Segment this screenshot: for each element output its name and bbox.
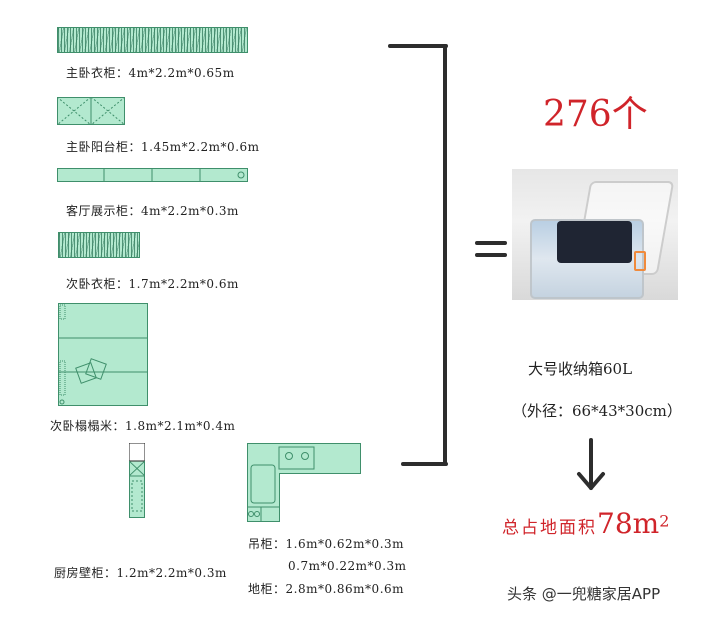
equals-sign-bottom [475, 253, 507, 257]
kitchen-floor-label: 地柜：2.8m*0.86m*0.6m [248, 582, 405, 596]
box-handle [634, 251, 646, 271]
box-count: 276个 [543, 94, 648, 135]
bracket-top [388, 44, 448, 48]
total-area: 总占地面积78m2 [502, 507, 669, 540]
master-balcony-cabinet-plan [57, 97, 125, 125]
master-balcony-cabinet-label: 主卧阳台柜：1.45m*2.2m*0.6m [66, 140, 260, 154]
total-area-prefix: 总占地面积 [502, 518, 597, 538]
second-tatami-plan [58, 303, 148, 406]
box-name: 大号收纳箱60L [528, 360, 633, 378]
second-wardrobe-plan [58, 232, 140, 258]
bracket-bottom [401, 462, 448, 466]
watermark: 头条 @一兜糖家居APP [507, 585, 661, 603]
folded-clothes [557, 221, 632, 263]
second-wardrobe-label: 次卧衣柜：1.7m*2.2m*0.6m [66, 277, 239, 291]
total-area-unit-sup: 2 [659, 511, 670, 531]
kitchen-hanging-label: 吊柜：1.6m*0.62m*0.3m [248, 537, 405, 551]
storage-box-photo [512, 169, 678, 300]
master-wardrobe-label: 主卧衣柜：4m*2.2m*0.65m [66, 66, 235, 80]
down-arrow-icon [577, 438, 605, 490]
kitchen-wall-cabinet-label: 厨房壁柜：1.2m*2.2m*0.3m [54, 566, 227, 580]
living-display-cabinet-label: 客厅展示柜：4m*2.2m*0.3m [66, 204, 239, 218]
total-area-value: 78m [597, 507, 660, 540]
equals-sign-top [475, 241, 507, 245]
kitchen-wall-cabinet-plan [129, 443, 145, 518]
kitchen-l-cabinet-plan [247, 443, 361, 522]
kitchen-hanging-label-2: 0.7m*0.22m*0.3m [288, 559, 407, 573]
bracket-vertical [443, 44, 447, 466]
second-tatami-label: 次卧榻榻米：1.8m*2.1m*0.4m [50, 419, 236, 433]
living-display-cabinet-plan [57, 168, 248, 182]
master-wardrobe-plan [57, 27, 248, 53]
box-size: （外径：66*43*30cm） [512, 402, 682, 420]
